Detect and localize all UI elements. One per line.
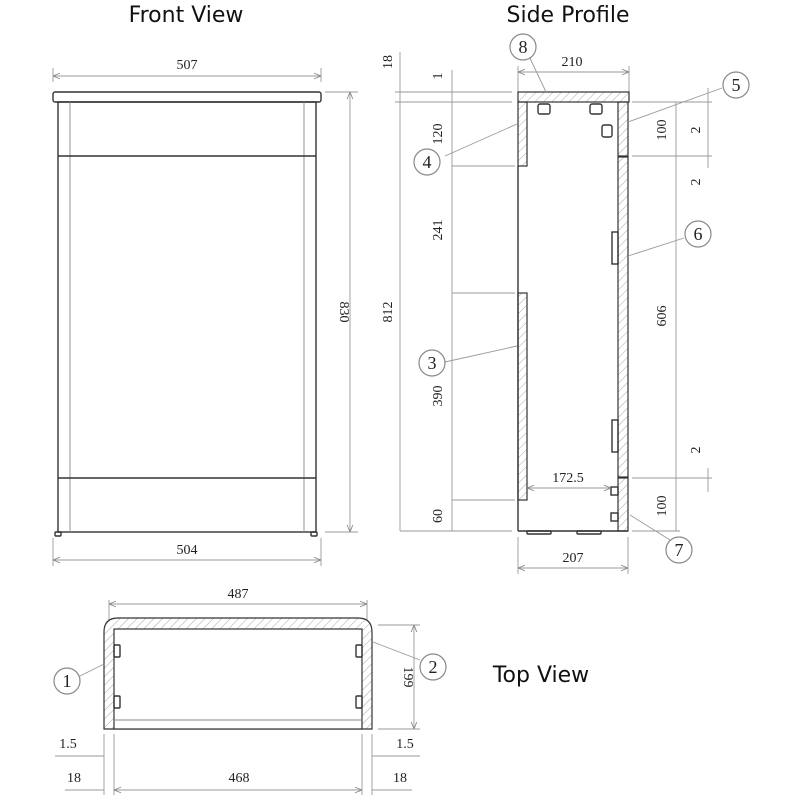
callout-3 (418, 349, 446, 377)
dim-side-top-depth: 210 (562, 55, 583, 70)
dim-side-812: 812 (381, 302, 396, 323)
dim-side-right-606: 606 (655, 306, 670, 327)
callout-5 (722, 71, 750, 99)
front-carcass (57, 101, 317, 533)
front-view: Front View 507 830 504 (52, 3, 358, 566)
dim-side-1: 1 (431, 73, 446, 80)
hinge-upper (611, 231, 619, 265)
dim-side-right-100-bottom: 100 (655, 496, 670, 517)
callout-7 (665, 536, 693, 564)
dim-side-right-2-c: 2 (689, 447, 704, 454)
dim-side-right-100-top: 100 (655, 120, 670, 141)
side-top-rail (617, 101, 629, 157)
dim-top-right-1-5: 1.5 (396, 737, 414, 752)
dim-side-60: 60 (431, 509, 446, 523)
svg-text:5: 5 (732, 75, 741, 95)
top-view-title: Top View (492, 663, 589, 688)
callout-8 (509, 33, 537, 61)
dim-front-bottom-width: 504 (177, 543, 198, 558)
side-worktop (517, 91, 630, 103)
dim-front-height: 830 (336, 302, 351, 323)
dim-side-inner-depth: 172.5 (552, 471, 584, 486)
dim-top-left-1-5: 1.5 (59, 737, 77, 752)
svg-text:8: 8 (519, 37, 528, 57)
side-profile: Side Profile 210 (381, 3, 750, 574)
callout-1 (53, 667, 81, 695)
svg-text:3: 3 (428, 353, 437, 373)
dim-side-bottom-depth: 207 (563, 551, 584, 566)
dim-front-top-width: 507 (177, 58, 198, 73)
fitting (601, 124, 613, 138)
svg-text:6: 6 (694, 224, 703, 244)
dim-top-left-18: 18 (67, 771, 81, 786)
hinge-lower (611, 419, 619, 453)
callout-2 (419, 653, 447, 681)
callout-4 (413, 148, 441, 176)
side-door (617, 156, 629, 478)
dim-side-241: 241 (431, 220, 446, 241)
front-view-title: Front View (129, 3, 244, 28)
svg-text:7: 7 (675, 540, 684, 560)
callout-6 (684, 220, 712, 248)
top-view: Top View 487 199 1.5 1.5 18 468 18 (53, 587, 589, 795)
svg-text:2: 2 (429, 657, 438, 677)
dim-side-right-2-b: 2 (689, 179, 704, 186)
side-back-rail-upper (517, 101, 528, 167)
dim-side-18: 18 (381, 55, 396, 69)
dim-side-right-2-a: 2 (689, 127, 704, 134)
dim-side-120: 120 (431, 124, 446, 145)
dim-top-depth: 199 (400, 667, 415, 688)
fitting (537, 103, 551, 115)
dim-top-inner-width: 468 (229, 771, 250, 786)
fitting (589, 103, 603, 115)
dim-side-390: 390 (431, 386, 446, 407)
dim-top-width: 487 (228, 587, 249, 602)
side-back-rail-lower (517, 292, 528, 501)
side-bottom-rail (617, 477, 629, 532)
dim-top-right-18: 18 (393, 771, 407, 786)
front-worktop (52, 91, 322, 103)
svg-text:4: 4 (423, 152, 432, 172)
side-profile-title: Side Profile (507, 3, 630, 28)
svg-text:1: 1 (63, 671, 72, 691)
